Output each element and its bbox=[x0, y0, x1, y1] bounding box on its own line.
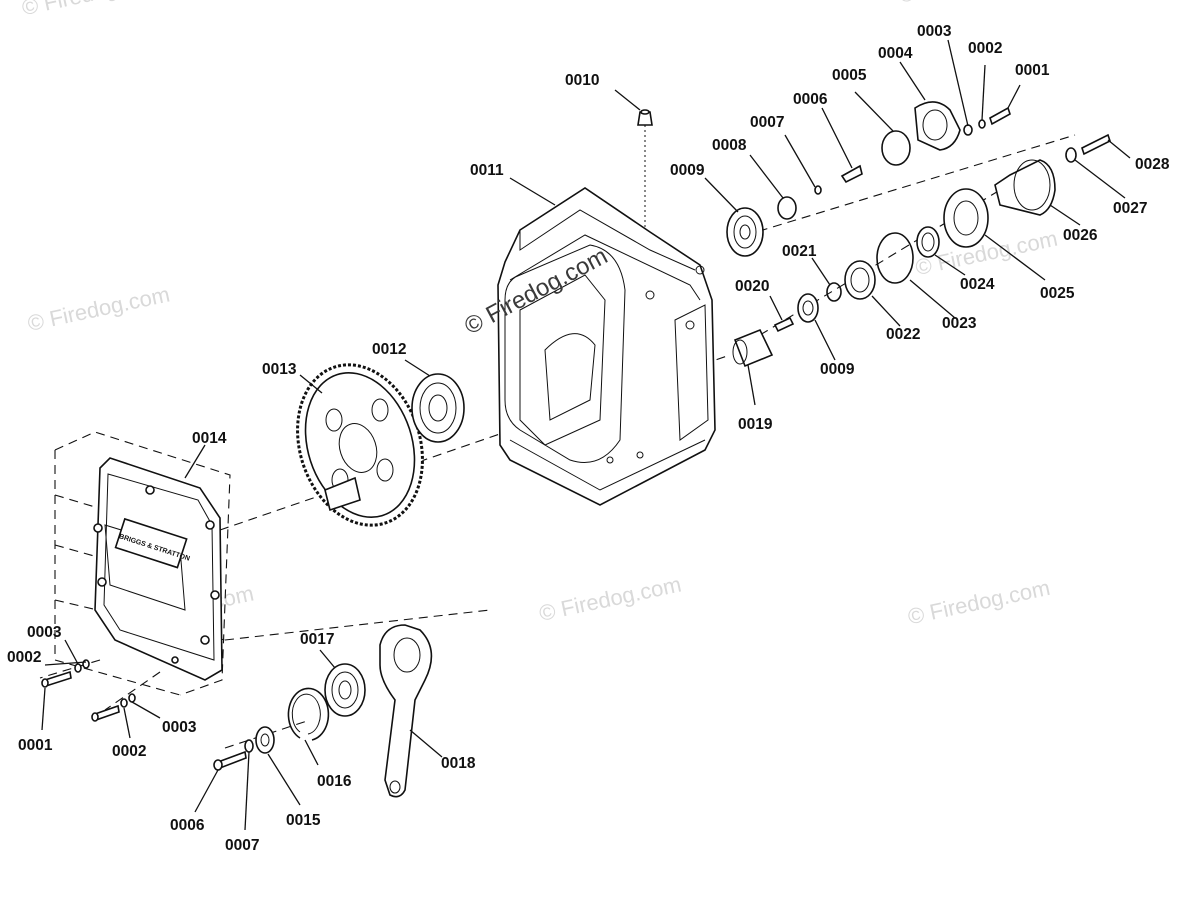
left-fasteners bbox=[41, 659, 136, 722]
label-0002-left: 0002 bbox=[7, 649, 41, 666]
washer-0027 bbox=[1065, 147, 1077, 163]
watermark-8: © Firedog.com bbox=[906, 575, 1053, 630]
label-0022: 0022 bbox=[886, 326, 920, 343]
label-0004: 0004 bbox=[878, 45, 913, 62]
label-0025: 0025 bbox=[1040, 285, 1075, 302]
label-0011: 0011 bbox=[470, 162, 504, 179]
watermark-4: © Firedog.com bbox=[25, 281, 172, 336]
label-0017: 0017 bbox=[300, 631, 334, 648]
label-0009-lower: 0009 bbox=[820, 361, 855, 378]
key-0020 bbox=[773, 316, 795, 333]
label-0027: 0027 bbox=[1113, 200, 1147, 217]
label-0023: 0023 bbox=[942, 315, 977, 332]
label-0007-top: 0007 bbox=[750, 114, 784, 131]
label-0003-left: 0003 bbox=[27, 624, 62, 641]
cover-0025 bbox=[943, 188, 989, 248]
label-0001-top: 0001 bbox=[1015, 62, 1050, 79]
label-0006-bottom: 0006 bbox=[170, 817, 205, 834]
label-0010: 0010 bbox=[565, 72, 599, 89]
label-0013: 0013 bbox=[262, 361, 297, 378]
pinion-0019 bbox=[732, 328, 774, 368]
label-0006-top: 0006 bbox=[793, 91, 828, 108]
seal-0024 bbox=[916, 226, 940, 258]
lock-washer-0007 bbox=[244, 739, 254, 753]
label-0020: 0020 bbox=[735, 278, 769, 295]
connecting-rod bbox=[379, 624, 433, 798]
label-0024: 0024 bbox=[960, 276, 995, 293]
oring-0005 bbox=[881, 130, 911, 166]
bolt-0001-upper bbox=[989, 106, 1011, 126]
label-0018: 0018 bbox=[441, 755, 476, 772]
label-0021: 0021 bbox=[782, 243, 817, 260]
label-0026: 0026 bbox=[1063, 227, 1098, 244]
label-0028: 0028 bbox=[1135, 156, 1170, 173]
label-0002-bottom: 0002 bbox=[112, 743, 146, 760]
bolt-0006 bbox=[213, 750, 247, 771]
label-0014: 0014 bbox=[192, 430, 227, 447]
washer-0003-upper bbox=[963, 124, 973, 136]
snap-ring-0016 bbox=[287, 687, 330, 741]
label-0019: 0019 bbox=[738, 416, 773, 433]
washer-0007 bbox=[814, 185, 822, 195]
bearing-0009-upper bbox=[726, 207, 764, 257]
label-0009-top: 0009 bbox=[670, 162, 705, 179]
watermark-1: © Firedog.com bbox=[20, 0, 167, 20]
leader-lines bbox=[41, 39, 1131, 831]
snap-ring-0021 bbox=[826, 282, 842, 302]
label-0012: 0012 bbox=[372, 341, 406, 358]
label-0001-left: 0001 bbox=[18, 737, 53, 754]
screw-0006 bbox=[840, 164, 863, 184]
watermark-3: © Firedog.com bbox=[896, 0, 1043, 8]
washer-0002-upper bbox=[978, 119, 986, 129]
label-0002-top: 0002 bbox=[968, 40, 1002, 57]
grease-fitting bbox=[637, 109, 653, 126]
label-0003-top: 0003 bbox=[917, 23, 952, 40]
bearing-0012 bbox=[411, 373, 465, 443]
side-cover: BRIGGS & STRATTON bbox=[93, 457, 223, 681]
cover-0004 bbox=[914, 101, 961, 151]
washer-0015 bbox=[255, 726, 275, 754]
label-0007-bottom: 0007 bbox=[225, 837, 259, 854]
washer-0008 bbox=[777, 196, 797, 220]
gear-housing bbox=[497, 187, 716, 506]
watermark-2: © Firedog.com bbox=[461, 0, 608, 3]
callout-labels: 0001 0002 0003 0004 0005 0006 0007 0008 … bbox=[7, 23, 1170, 854]
watermark-7: © Firedog.com bbox=[537, 571, 684, 626]
hub-0026 bbox=[994, 159, 1056, 216]
label-0008: 0008 bbox=[712, 137, 747, 154]
bearing-0017 bbox=[324, 663, 366, 717]
bearing-0009-lower bbox=[797, 293, 819, 323]
large-gear bbox=[296, 363, 424, 527]
bolt-0028 bbox=[1081, 133, 1111, 156]
label-0015: 0015 bbox=[286, 812, 321, 829]
label-0016: 0016 bbox=[317, 773, 352, 790]
oring-0023 bbox=[876, 232, 914, 284]
bearing-0022 bbox=[844, 260, 876, 300]
label-0005: 0005 bbox=[832, 67, 867, 84]
label-0003-bottom: 0003 bbox=[162, 719, 197, 736]
